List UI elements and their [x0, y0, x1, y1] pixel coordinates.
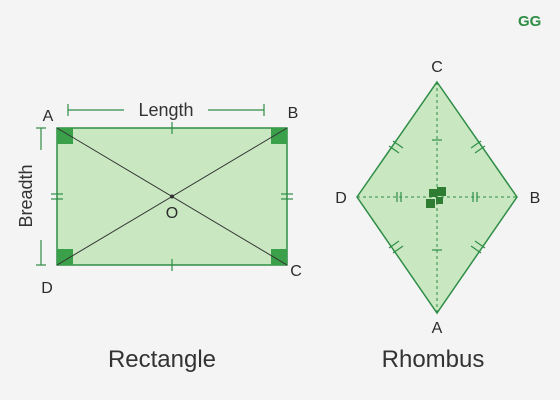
corner-mark-d	[57, 249, 73, 265]
length-label: Length	[138, 100, 193, 120]
rhombus-diagonal-ticks	[396, 139, 478, 251]
center-angle-mark-4	[436, 197, 443, 204]
rectangle-figure: Length Breadth A B C D O Rectangle	[16, 100, 302, 373]
corner-mark-a	[57, 128, 73, 144]
center-angle-mark-2	[437, 187, 446, 196]
rect-vertex-a: A	[43, 108, 54, 125]
logo-text: GG	[518, 13, 541, 30]
rect-vertex-c: C	[290, 263, 302, 280]
rect-center-o: O	[166, 205, 178, 222]
center-angle-mark-1	[429, 189, 437, 197]
rectangle-caption: Rectangle	[108, 346, 216, 373]
corner-mark-c	[271, 249, 287, 265]
rhombus-vertex-b: B	[530, 190, 541, 207]
rect-vertex-b: B	[288, 105, 299, 122]
rhombus-caption: Rhombus	[382, 346, 485, 373]
breadth-label: Breadth	[16, 164, 36, 227]
rhombus-vertex-a: A	[432, 320, 443, 337]
rhombus-figure: C B A D Rhombus	[335, 59, 540, 373]
rhombus-vertex-c: C	[431, 59, 443, 76]
rect-vertex-d: D	[41, 280, 53, 297]
corner-mark-b	[271, 128, 287, 144]
center-point-o	[170, 194, 174, 199]
rhombus-vertex-d: D	[335, 190, 347, 207]
center-angle-mark-3	[426, 199, 435, 208]
rhombus-side-ticks	[388, 140, 486, 254]
